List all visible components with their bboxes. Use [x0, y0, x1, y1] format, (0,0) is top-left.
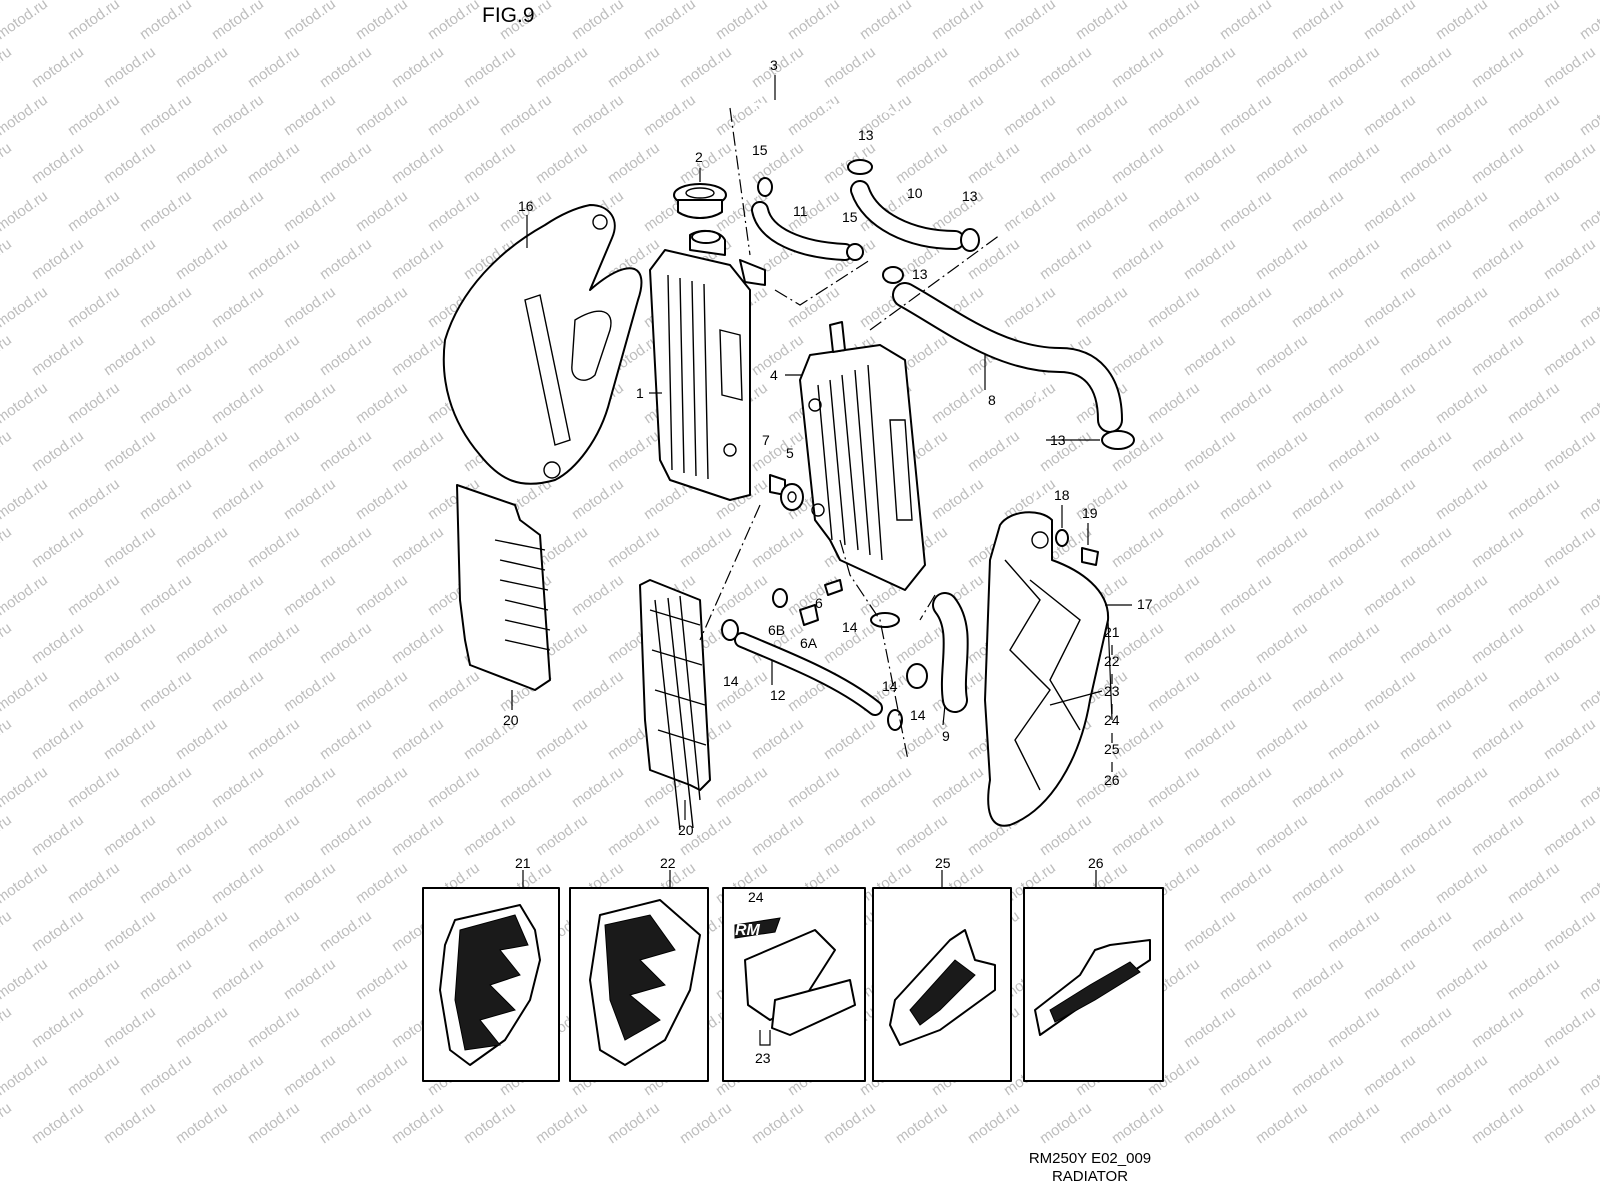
part-11-hose	[751, 201, 854, 261]
callout-14: 14	[723, 673, 739, 689]
part-9-hose	[932, 592, 969, 713]
callout-26: 26	[1104, 772, 1120, 788]
callout-14: 14	[842, 619, 858, 635]
callout-9: 9	[942, 728, 950, 744]
connection-lines	[699, 107, 1113, 761]
callout-19: 19	[1082, 505, 1098, 521]
part-4-right-radiator	[799, 321, 926, 591]
callout-6a: 6A	[800, 635, 818, 651]
callout-14: 14	[882, 678, 898, 694]
inset-label-23: 23	[755, 1050, 771, 1066]
callout-24: 24	[1104, 712, 1120, 728]
inset-label-21: 21	[515, 855, 531, 871]
callout-21: 21	[1104, 624, 1120, 640]
inset-label-26: 26	[1088, 855, 1104, 871]
decal-insets	[422, 870, 1164, 1082]
callout-leaders	[511, 75, 1132, 820]
callout-7: 7	[762, 432, 770, 448]
callout-17: 17	[1137, 596, 1153, 612]
callout-23: 23	[1104, 683, 1120, 699]
callout-labels: 1 2 3 4 5 6 6A 6B 7 8 9 10 11 12 13 13 1…	[503, 57, 1153, 1066]
callout-20: 20	[503, 712, 519, 728]
rm-logo-text: RM	[735, 922, 761, 939]
callout-13: 13	[912, 266, 928, 282]
hose-clamps	[721, 159, 1135, 731]
callout-10: 10	[907, 185, 923, 201]
part-16-left-shroud	[442, 204, 643, 485]
callout-6b: 6B	[768, 622, 785, 638]
callout-14: 14	[910, 707, 926, 723]
section-name: RADIATOR	[1051, 1168, 1129, 1185]
inset-label-24: 24	[748, 889, 764, 905]
part-2-radiator-cap	[673, 183, 727, 219]
inset-label-25: 25	[935, 855, 951, 871]
callout-20: 20	[678, 822, 694, 838]
figure-title: FIG.9	[482, 4, 535, 27]
callout-5: 5	[786, 445, 794, 461]
callout-3: 3	[770, 57, 778, 73]
part-3-breather-hose	[741, 102, 1039, 501]
part-12-hose	[734, 632, 883, 716]
callout-12: 12	[770, 687, 786, 703]
callout-1: 1	[636, 385, 644, 401]
part-20-left-guard	[456, 484, 551, 691]
model-code: RM250Y E02_009	[1028, 1150, 1152, 1167]
small-hardware	[769, 474, 1099, 626]
part-17-right-shroud	[984, 511, 1110, 827]
callout-8: 8	[988, 392, 996, 408]
callout-18: 18	[1054, 487, 1070, 503]
callout-15: 15	[752, 142, 768, 158]
part-10-hose	[850, 180, 965, 250]
callout-4: 4	[770, 367, 778, 383]
part-8-radiator-hose	[892, 282, 1123, 433]
callout-2: 2	[695, 149, 703, 165]
callout-25: 25	[1104, 741, 1120, 757]
callout-13: 13	[962, 188, 978, 204]
part-1-left-radiator	[649, 229, 766, 501]
callout-13: 13	[858, 127, 874, 143]
callout-16: 16	[518, 198, 534, 214]
callout-6: 6	[815, 595, 823, 611]
diagram-footer: RM250Y E02_009 RADIATOR	[990, 1150, 1190, 1186]
part-20-inner-grille	[639, 579, 711, 831]
callout-22: 22	[1104, 653, 1120, 669]
callout-11: 11	[793, 203, 808, 219]
callout-15: 15	[842, 209, 858, 225]
inset-label-22: 22	[660, 855, 676, 871]
